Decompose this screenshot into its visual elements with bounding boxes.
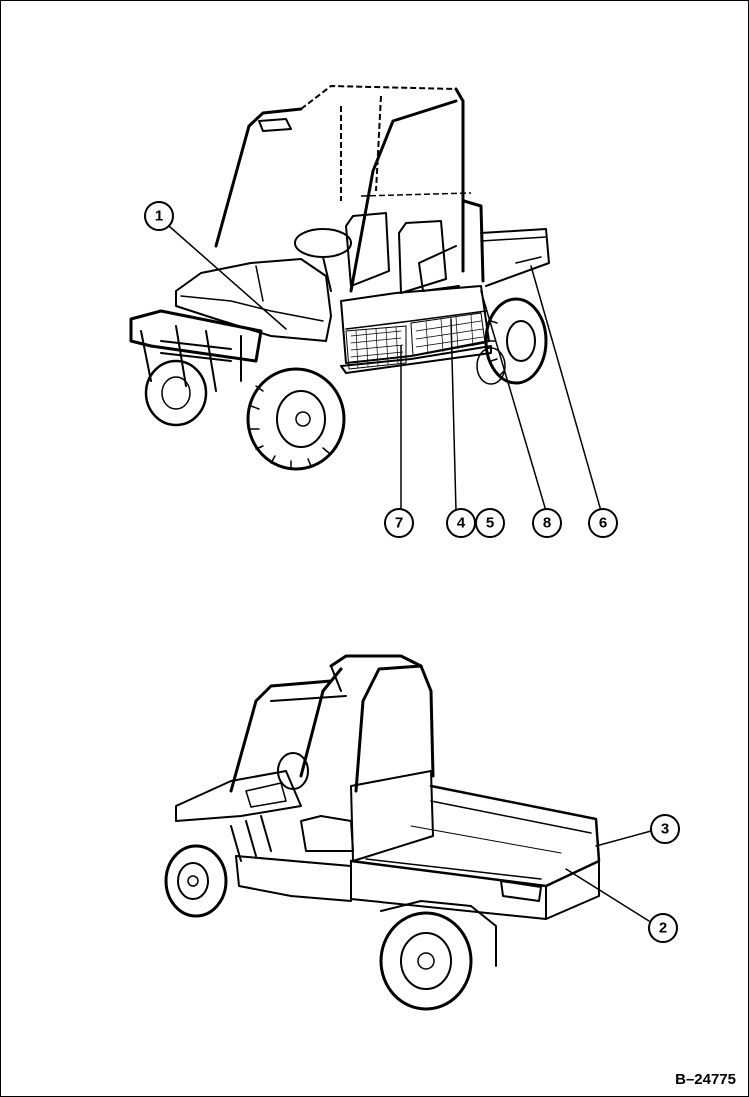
callout-7: 7: [384, 508, 414, 538]
callout-6: 6: [588, 508, 618, 538]
front-right-wheel: [246, 367, 346, 471]
svg-text:4: 4: [457, 515, 466, 532]
bottom-utility-vehicle: [164, 654, 652, 1011]
svg-text:1: 1: [155, 208, 163, 225]
svg-text:2: 2: [659, 920, 667, 937]
cargo-bed: [349, 784, 601, 920]
callout-4: 4: [446, 508, 476, 538]
svg-text:6: 6: [599, 515, 607, 532]
front-left-wheel: [144, 359, 208, 427]
figure-id: B–24775: [675, 1071, 736, 1088]
svg-text:5: 5: [486, 515, 494, 532]
rear-wheel: [484, 297, 548, 385]
top-utility-vehicle: [129, 84, 602, 512]
svg-text:3: 3: [661, 821, 669, 838]
bottom-rear-wheel: [379, 900, 497, 1011]
callout-1: 1: [144, 201, 174, 231]
bottom-front-wheel: [164, 844, 228, 918]
svg-text:7: 7: [395, 515, 403, 532]
callout-3: 3: [650, 814, 680, 844]
svg-text:8: 8: [543, 515, 551, 532]
callout-5: 5: [475, 508, 505, 538]
callout-8: 8: [532, 508, 562, 538]
callout-2: 2: [648, 913, 678, 943]
